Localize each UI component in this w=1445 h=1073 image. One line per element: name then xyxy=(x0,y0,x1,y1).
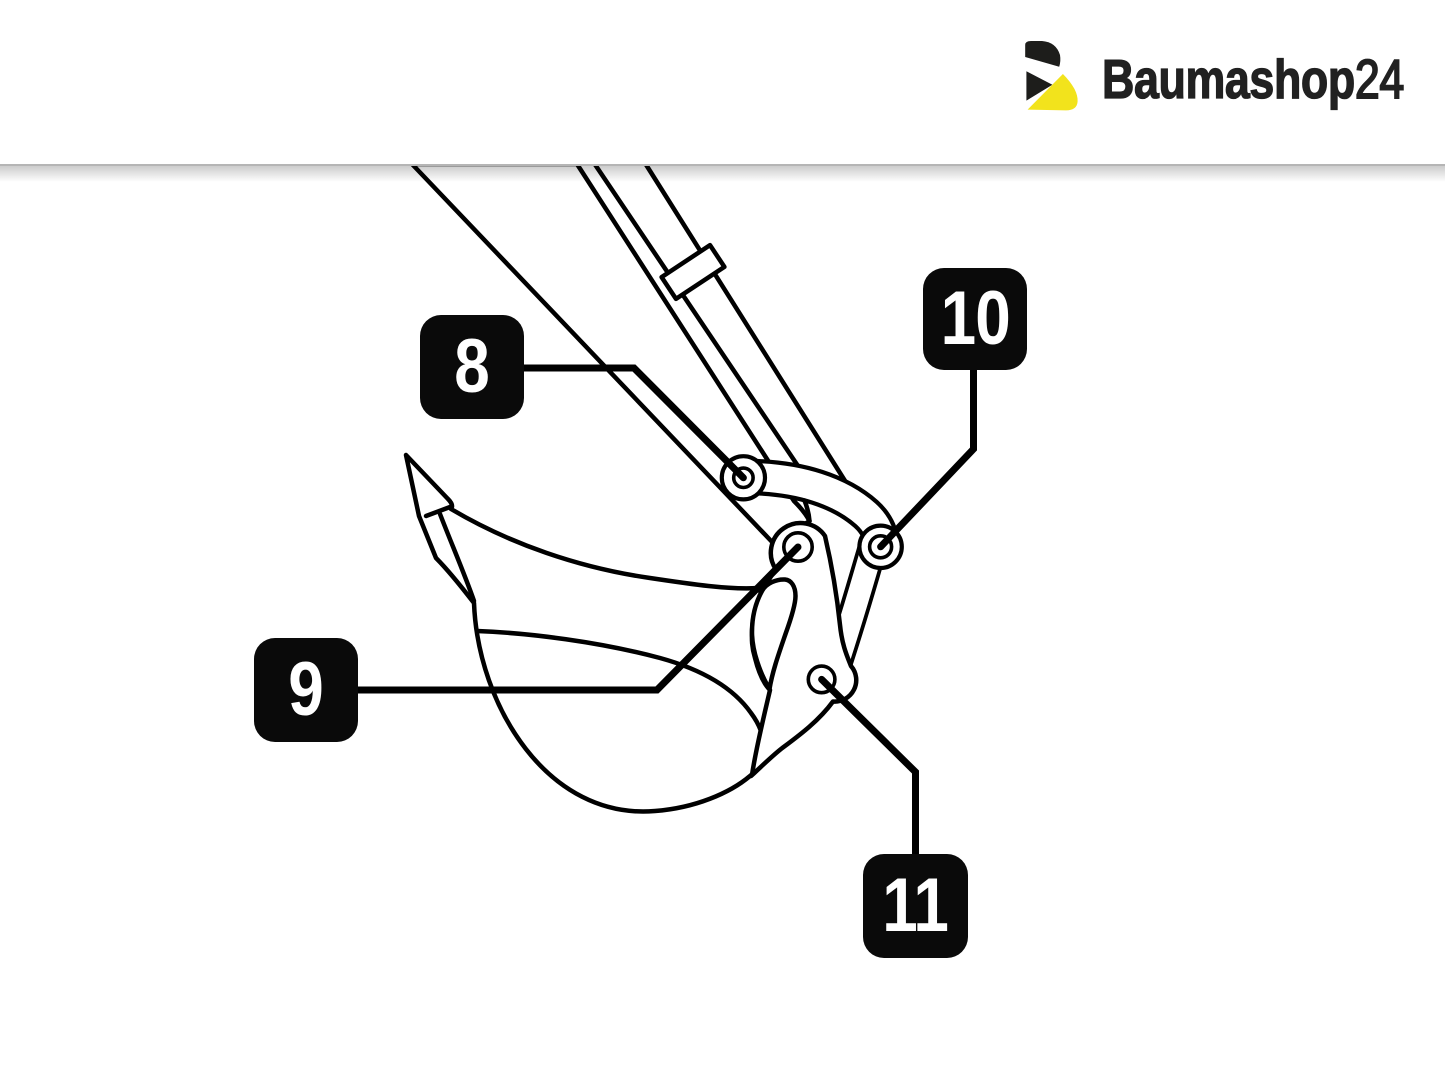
bracket-channel-notch xyxy=(749,577,798,692)
pin8-ring xyxy=(731,466,755,490)
leader-8 xyxy=(520,364,747,482)
h-link-plate-edge xyxy=(802,498,812,524)
callout-label-10: 10 xyxy=(923,268,1027,370)
bucket-tooth-base xyxy=(423,504,453,519)
baumashop24-logo[interactable]: Baumashop24 xyxy=(1024,38,1406,118)
logo-mark-triangle xyxy=(1026,71,1053,101)
callout-number: 10 xyxy=(940,276,1010,361)
callout-number: 11 xyxy=(882,863,950,948)
leader-11 xyxy=(818,675,919,858)
callout-label-9: 9 xyxy=(254,638,358,742)
callout-number: 9 xyxy=(288,647,325,732)
cylinder-rod xyxy=(591,160,855,495)
logo-mark-yellow xyxy=(1027,74,1078,111)
logo-text-number: 24 xyxy=(1354,47,1405,110)
header-bar xyxy=(0,0,1445,166)
pin10-ring xyxy=(867,533,894,560)
baumashop24-logo-text: Baumashop24 xyxy=(1101,50,1405,107)
logo-text-name: Baumashop xyxy=(1101,47,1355,110)
baumashop24-logo-icon xyxy=(1025,41,1078,111)
leader-9 xyxy=(354,543,802,694)
pin9-ring xyxy=(781,530,814,563)
leader-lines xyxy=(354,364,977,858)
bucket-tooth-inner-edge xyxy=(437,511,477,604)
logo-mark-top xyxy=(1025,41,1061,67)
bucket-body xyxy=(403,452,793,814)
callout-label-11: 11 xyxy=(863,854,968,958)
rod-collar xyxy=(659,242,727,302)
pin11-ring xyxy=(806,664,837,695)
leader-10 xyxy=(877,366,977,551)
callout-number: 8 xyxy=(454,324,491,409)
callout-label-8: 8 xyxy=(420,315,524,419)
header-shadow xyxy=(0,166,1445,182)
